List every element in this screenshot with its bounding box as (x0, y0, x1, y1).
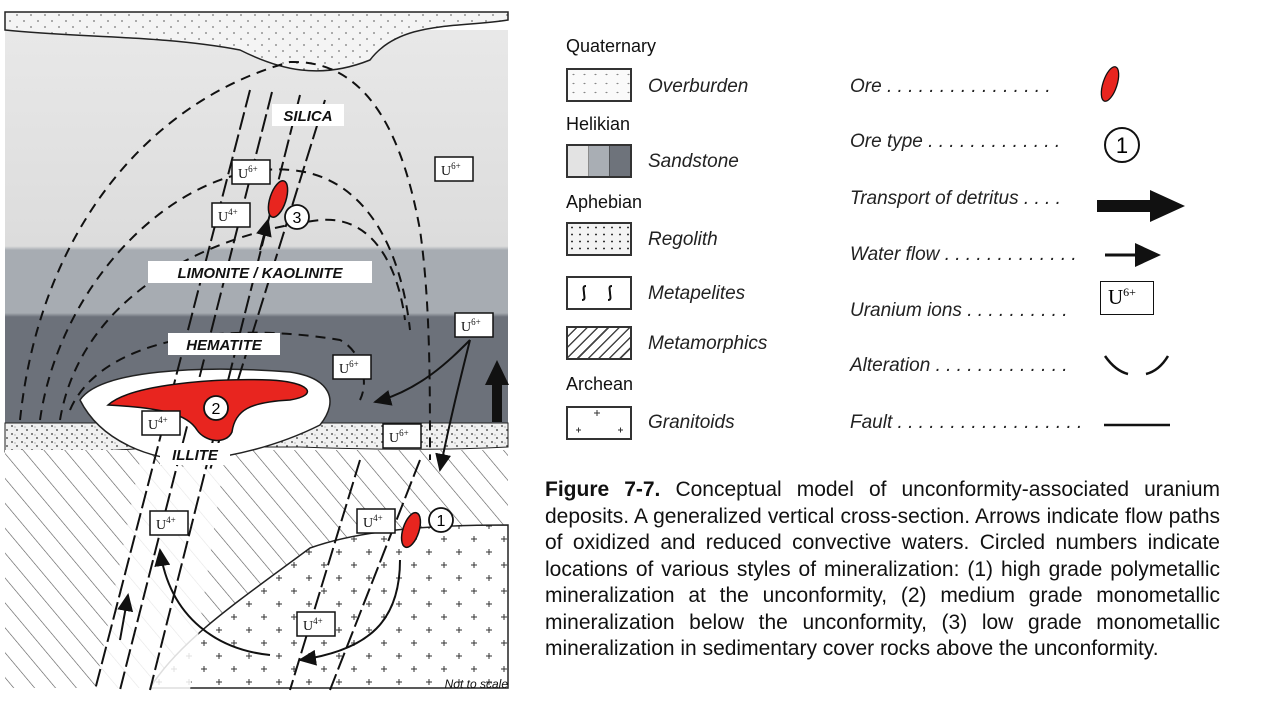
legend-label-metamorphics: Metamorphics (648, 333, 768, 354)
legend-swatch-sandstone (566, 144, 632, 178)
ion-u6-c: U6+ (454, 312, 494, 338)
svg-text:U4+: U4+ (148, 415, 168, 433)
figure-caption: Figure 7-7. Conceptual model of unconfor… (545, 477, 1220, 663)
transport-arrow (485, 360, 509, 422)
overburden-layer (4, 11, 509, 72)
legend: Quaternary Overburden Helikian Sandstone… (540, 30, 1280, 470)
legend-ore-type: Ore type . . . . . . . . . . . . . (850, 131, 1061, 152)
clay-zone (95, 455, 225, 690)
legend-label-overburden: Overburden (648, 76, 749, 97)
legend-swatch-overburden (566, 68, 632, 102)
ore-body-1 (400, 511, 422, 549)
svg-text:U6+: U6+ (238, 164, 258, 182)
svg-text:1: 1 (1116, 133, 1128, 158)
legend-ore-symbol (1100, 66, 1120, 102)
ore-type-2: 2 (203, 395, 229, 421)
ion-u4-e: U4+ (296, 611, 336, 637)
water-flow-arrows (117, 218, 471, 666)
legend-label-granitoids: Granitoids (648, 412, 735, 433)
caption-figure-label: Figure 7-7. (545, 478, 661, 501)
legend-uranium-ions: Uranium ions . . . . . . . . . . (850, 300, 1068, 321)
svg-text:U4+: U4+ (218, 207, 238, 225)
svg-text:U6+: U6+ (461, 317, 481, 335)
svg-text:1: 1 (437, 513, 446, 530)
svg-text:U6+: U6+ (339, 359, 359, 377)
legend-transport-symbol (1097, 190, 1185, 222)
legend-water-flow: Water flow . . . . . . . . . . . . . (850, 244, 1077, 265)
svg-text:2: 2 (212, 401, 221, 418)
svg-text:U4+: U4+ (156, 515, 176, 533)
label-illite: ILLITE (172, 447, 219, 464)
svg-text:U4+: U4+ (363, 513, 383, 531)
legend-ore: Ore . . . . . . . . . . . . . . . . (850, 76, 1051, 97)
label-not-to-scale: Not to scale (445, 677, 509, 691)
legend-ore-type-symbol: 1 (1104, 127, 1140, 163)
legend-fault: Fault . . . . . . . . . . . . . . . . . … (850, 412, 1083, 433)
label-limonite-kaolinite: LIMONITE / KAOLINITE (178, 265, 344, 282)
ion-u4-d: U4+ (356, 508, 396, 534)
legend-alteration-symbol (1103, 355, 1170, 376)
ion-u6-a: U6+ (231, 159, 271, 185)
legend-alteration: Alteration . . . . . . . . . . . . . (850, 355, 1068, 376)
ore-body-3 (267, 180, 289, 218)
cross-section-diagram: 3 2 1 SILICA LIMONITE / KAOLINITE HEMATI… (4, 11, 509, 691)
legend-group-helikian: Helikian (566, 114, 631, 134)
legend-transport: Transport of detritus . . . . (850, 188, 1061, 209)
ion-u4-a: U4+ (211, 202, 251, 228)
label-silica: SILICA (283, 108, 332, 125)
ion-u4-c: U4+ (149, 510, 189, 536)
ore-type-3: 3 (284, 204, 310, 230)
ion-u6-e: U6+ (382, 423, 422, 449)
legend-label-sandstone: Sandstone (648, 151, 739, 172)
legend-swatch-metamorphics (566, 326, 632, 360)
svg-text:U6+: U6+ (389, 428, 409, 446)
legend-label-metapelites: Metapelites (648, 283, 746, 304)
legend-group-quaternary: Quaternary (566, 36, 657, 56)
svg-text:U6+: U6+ (441, 161, 461, 179)
svg-text:U4+: U4+ (303, 616, 323, 634)
ore-type-1: 1 (428, 507, 454, 533)
legend-swatch-regolith (566, 222, 632, 256)
ion-u4-b: U4+ (141, 410, 181, 436)
legend-swatch-granitoids (566, 406, 632, 440)
legend-label-regolith: Regolith (648, 229, 718, 250)
ion-u6-b: U6+ (434, 156, 474, 182)
caption-text: Conceptual model of unconformity-associa… (545, 478, 1220, 660)
legend-water-flow-symbol (1105, 243, 1161, 267)
label-hematite: HEMATITE (186, 337, 263, 354)
legend-group-aphebian: Aphebian (566, 192, 643, 212)
ion-u6-d: U6+ (332, 354, 372, 380)
legend-uranium-ions-symbol: U6+ (1100, 281, 1154, 315)
legend-swatch-metapelites (566, 276, 632, 310)
legend-fault-symbol (1104, 423, 1170, 427)
legend-group-archean: Archean (566, 374, 634, 394)
svg-text:3: 3 (293, 210, 302, 227)
